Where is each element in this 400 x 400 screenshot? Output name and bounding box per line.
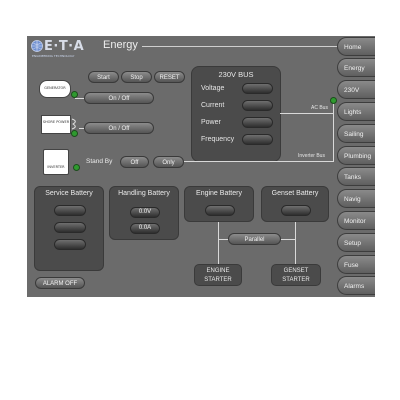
title-divider: [142, 46, 338, 47]
generator-label: GENERATOR: [44, 86, 66, 90]
generator-device: GENERATOR: [39, 80, 71, 98]
shore-onoff-button[interactable]: On / Off: [84, 122, 154, 134]
ac-bus-label: AC Bus: [311, 105, 328, 111]
nav-monitor[interactable]: Monitor: [337, 211, 375, 230]
service-battery-title: Service Battery: [45, 190, 93, 197]
inverter-bus-label: Inverter Bus: [298, 153, 325, 159]
brand-subtitle: ENGINEERING TECHNOLOGY: [32, 54, 75, 58]
globe-icon: [31, 40, 43, 52]
power-readout: [242, 117, 273, 128]
nav-setup[interactable]: Setup: [337, 233, 375, 252]
shore-power-label: SHORE POWER: [42, 120, 70, 124]
genset-battery-readout: [281, 205, 311, 216]
alarm-off-button[interactable]: ALARM OFF: [35, 277, 85, 289]
handling-battery-title: Handling Battery: [118, 190, 170, 197]
inverter-device: INVERTER: [43, 149, 69, 175]
genset-battery-panel: Genset Battery: [261, 186, 329, 222]
current-readout: [242, 100, 273, 111]
reset-button[interactable]: RESET: [154, 71, 185, 83]
handling-voltage-readout: 0.0V: [130, 207, 160, 218]
generator-onoff-button[interactable]: On / Off: [84, 92, 154, 104]
genset-starter: GENSET STARTER: [271, 264, 321, 286]
inverter-off-button[interactable]: Off: [120, 156, 149, 168]
energy-screen: E·T·A ENGINEERING TECHNOLOGY Energy Home…: [27, 36, 375, 297]
engine-starter-line: [218, 222, 219, 264]
engine-battery-title: Engine Battery: [196, 190, 242, 197]
genset-battery-title: Genset Battery: [271, 190, 319, 197]
inverter-label: INVERTER: [47, 165, 65, 169]
nav-navig[interactable]: Navig: [337, 189, 375, 208]
shore-status-indicator: [71, 130, 78, 137]
shore-power-device: SHORE POWER: [41, 115, 71, 134]
bus-panel: 230V BUS Voltage Current Power Frequency: [191, 66, 281, 162]
nav-plumbing[interactable]: Plumbing: [337, 146, 375, 165]
handling-battery-panel: Handling Battery 0.0V 0.0A: [109, 186, 179, 240]
frequency-label: Frequency: [201, 136, 235, 143]
start-button[interactable]: Start: [88, 71, 119, 83]
voltage-readout: [242, 83, 273, 94]
standby-label: Stand By: [86, 158, 113, 165]
page-title: Energy: [103, 39, 138, 51]
power-label: Power: [201, 119, 221, 126]
nav-alarms[interactable]: Alarms: [337, 276, 375, 295]
frequency-readout: [242, 134, 273, 145]
eta-logo: E·T·A ENGINEERING TECHNOLOGY: [30, 38, 94, 58]
engine-starter: ENGINE STARTER: [194, 264, 242, 286]
inverter-bus-riser: [333, 114, 334, 162]
nav-230v[interactable]: 230V: [337, 80, 375, 99]
inverter-status-indicator: [73, 164, 80, 171]
engine-battery-panel: Engine Battery: [184, 186, 254, 222]
service-battery-readout-1: [54, 205, 86, 216]
service-battery-panel: Service Battery: [34, 186, 104, 271]
genset-starter-line: [295, 222, 296, 264]
stop-button[interactable]: Stop: [121, 71, 152, 83]
nav-lights[interactable]: Lights: [337, 102, 375, 121]
shore-wire: [79, 128, 84, 129]
engine-battery-readout: [205, 205, 235, 216]
brand-name: E·T·A: [44, 39, 85, 54]
nav-energy[interactable]: Energy: [337, 58, 375, 77]
generator-status-indicator: [71, 91, 78, 98]
service-battery-readout-3: [54, 239, 86, 250]
generator-wire: [75, 98, 84, 99]
side-nav: Home Energy 230V Lights Sailing Plumbing…: [337, 36, 375, 297]
ac-bus-riser: [333, 101, 334, 114]
inverter-only-button[interactable]: Only: [153, 156, 184, 168]
nav-fuse[interactable]: Fuse: [337, 255, 375, 274]
handling-current-readout: 0.0A: [130, 223, 160, 234]
bus-title: 230V BUS: [218, 70, 254, 79]
current-label: Current: [201, 102, 225, 109]
nav-sailing[interactable]: Sailing: [337, 124, 375, 143]
parallel-button[interactable]: Parallel: [228, 233, 281, 245]
ac-bus-indicator: [330, 97, 337, 104]
inverter-bus-line: [184, 161, 334, 162]
voltage-label: Voltage: [201, 85, 225, 92]
nav-tanks[interactable]: Tanks: [337, 167, 375, 186]
plug-icon: [71, 118, 76, 130]
nav-home[interactable]: Home: [337, 37, 375, 56]
ac-bus-line: [280, 113, 334, 114]
service-battery-readout-2: [54, 222, 86, 233]
